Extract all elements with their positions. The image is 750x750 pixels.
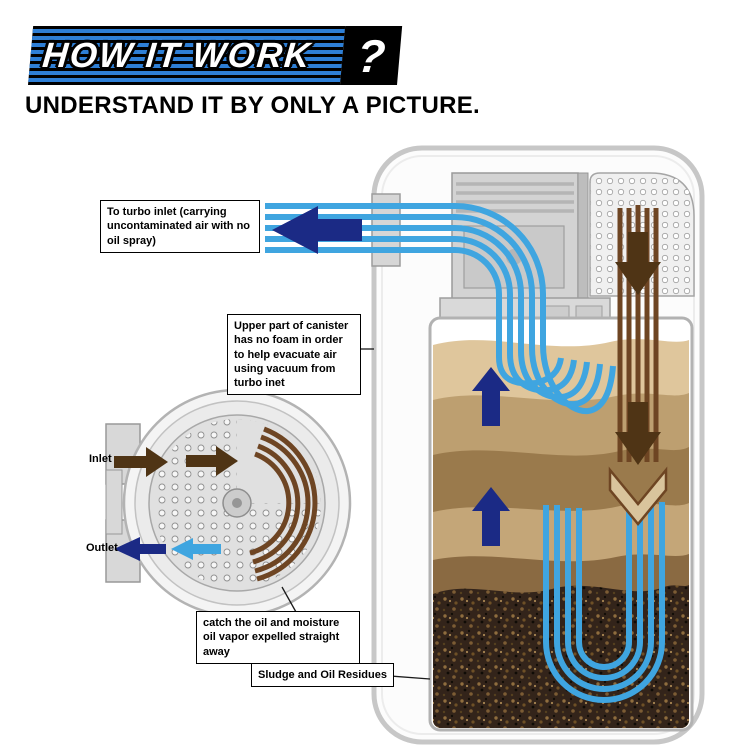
page-subtitle: UNDERSTAND IT BY ONLY A PICTURE. [25,92,480,119]
question-mark: ? [354,29,388,82]
header-banner: HOW IT WORK ? [28,26,403,85]
callout-sludge: Sludge and Oil Residues [251,663,394,688]
outlet-arrows [114,537,221,561]
clean-air-u-turn-lines [543,502,665,703]
banner-question-box: ? [340,26,403,85]
inlet-arrows [114,446,238,477]
banner-stripes: HOW IT WORK [28,26,346,85]
dirty-air-arrow-1 [615,232,661,295]
to-turbo-arrow [272,206,362,254]
callout-turbo-inlet: To turbo inlet (carrying uncontaminated … [100,200,260,253]
callout-canister-upper: Upper part of canister has no foam in or… [227,314,361,396]
dirty-air-arrow-2 [615,402,661,465]
dirty-air-arrows [615,232,661,465]
oil-drop-open-arrow [608,466,668,526]
top-view-diagram [105,388,352,618]
callout-catch-oil: catch the oil and moisture oil vapor exp… [196,611,360,664]
vapor-rise-arrow-2 [472,487,510,546]
top-view-flow-band [249,426,318,582]
vapor-rise-arrow-1 [472,367,510,426]
page-title: HOW IT WORK [40,35,314,75]
clean-air-outlet-lines [265,203,616,415]
label-inlet: Inlet [89,453,112,465]
flow-arrows-navy [272,206,510,546]
label-outlet: Outlet [86,542,118,554]
